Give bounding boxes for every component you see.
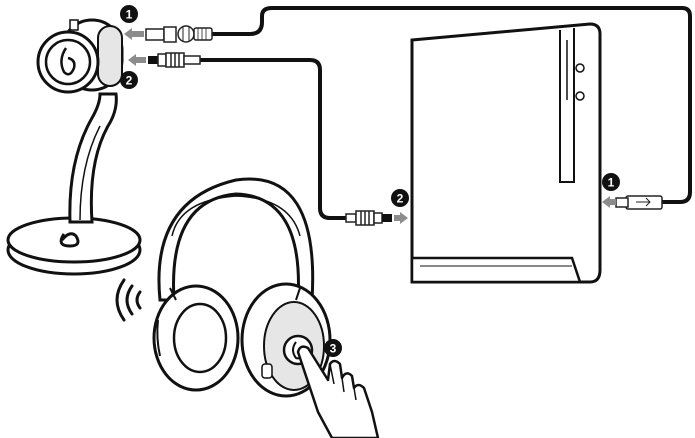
arrow-left-icon [602,196,616,208]
arrow-left-icon [128,54,146,66]
svg-text:3: 3 [330,342,337,356]
game-console [412,24,600,282]
hand-icon [298,347,378,438]
arrow-right-icon [394,212,408,224]
transmitter-base [8,20,140,274]
step-badge-3: 3 [324,339,342,357]
svg-text:2: 2 [126,74,133,88]
usb-plug-console [616,196,662,209]
optical-plug-console [346,211,392,225]
step-badge-1: 1 [602,173,620,191]
usb-plug-base [146,26,212,42]
svg-text:1: 1 [126,8,133,22]
svg-text:1: 1 [608,176,615,190]
step-badge-2: 2 [391,189,409,207]
svg-text:2: 2 [397,192,404,206]
wireless-signal-icon [117,280,140,320]
step-badge-1: 1 [120,5,138,23]
optical-plug-base [148,53,200,67]
arrow-left-icon [124,28,144,40]
